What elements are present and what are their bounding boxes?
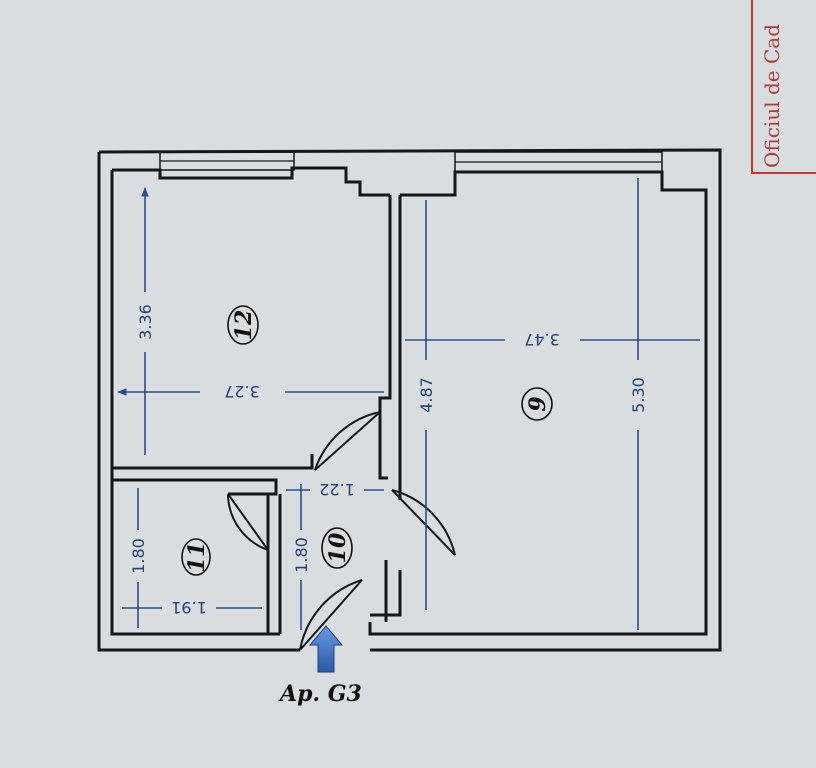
dimension-label: 1.22 [319,480,355,499]
room-number-11: 11 [181,538,211,576]
room-number-text: 9 [525,396,551,411]
dimension-label: 3.36 [136,304,155,340]
dimension-label: 1.80 [292,537,311,573]
room-number-12: 12 [227,305,259,345]
room-number-10: 10 [321,527,353,569]
door-entrance [299,579,363,651]
dimension-label: 4.87 [417,377,436,413]
window-right [454,151,663,173]
room-number-text: 11 [184,542,210,573]
outer-walls [97,148,722,652]
dimension-lines [117,178,700,630]
entrance-label: Ap. G3 [278,681,362,707]
room-number-text: 12 [231,310,257,341]
entrance-arrow-icon [308,625,344,673]
door-room-11 [227,493,269,551]
dimension-label: 3.27 [224,382,260,401]
stamp-text: Oficiul de Cad [760,24,784,168]
dimension-label: 3.47 [524,330,560,349]
door-room-9 [391,489,456,556]
room-number-text: 10 [325,532,351,563]
window-left [159,151,295,171]
dimension-label: 1.91 [171,598,207,617]
dimension-label: 5.30 [629,377,648,413]
room-number-9: 9 [521,387,553,421]
interior-walls [112,195,402,634]
door-room-12 [314,411,381,471]
dimension-label: 1.80 [129,538,148,574]
stamp: Oficiul de Cad [751,0,816,174]
